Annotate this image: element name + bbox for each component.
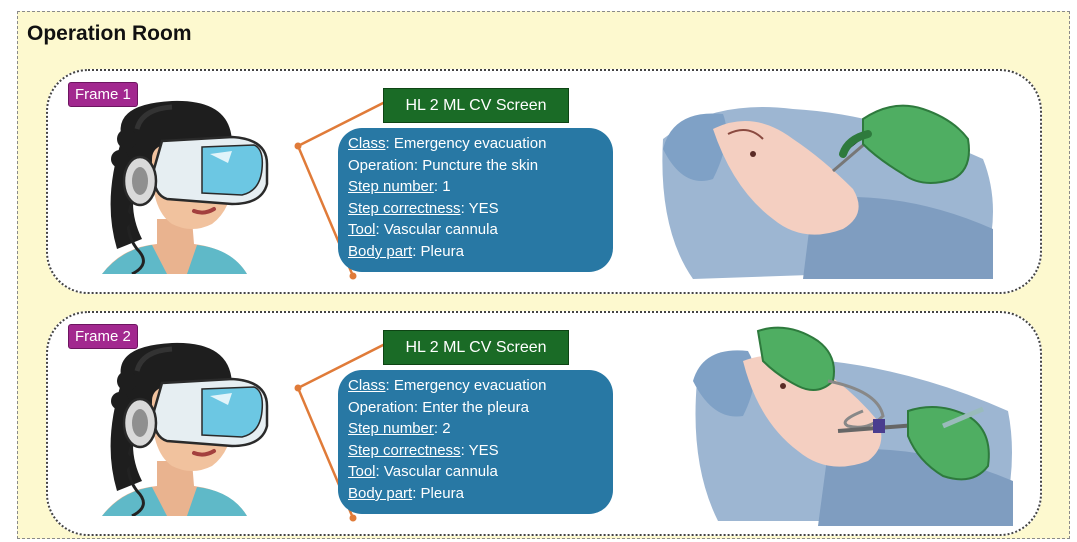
field-key: Tool <box>348 221 376 238</box>
field-key: Operation: Puncture the skin <box>348 157 538 174</box>
frame-2: Frame 2 HL 2 ML CV Screen <box>46 311 1042 536</box>
field-tool: Tool: Vascular cannula <box>348 219 613 241</box>
field-value: : Pleura <box>412 485 464 502</box>
operation-room: Operation Room Frame 1 <box>17 11 1070 539</box>
field-value: : 1 <box>434 178 451 195</box>
field-value: : Pleura <box>412 243 464 260</box>
room-title: Operation Room <box>27 22 192 46</box>
field-key: Tool <box>348 463 376 480</box>
field-value: : YES <box>461 200 499 217</box>
field-key: Body part <box>348 243 412 260</box>
field-key: Class <box>348 377 386 394</box>
field-key: Step correctness <box>348 442 461 459</box>
field-value: : Emergency evacuation <box>386 377 547 394</box>
screen-label: HL 2 ML CV Screen <box>383 88 569 123</box>
screen-label: HL 2 ML CV Screen <box>383 330 569 365</box>
field-class: Class: Emergency evacuation <box>348 133 613 155</box>
field-key: Operation: Enter the pleura <box>348 399 529 416</box>
field-step-number: Step number: 2 <box>348 418 613 440</box>
field-key: Body part <box>348 485 412 502</box>
field-key: Step number <box>348 420 434 437</box>
field-value: : Vascular cannula <box>376 463 498 480</box>
field-tool: Tool: Vascular cannula <box>348 461 613 483</box>
field-value: : Emergency evacuation <box>386 135 547 152</box>
info-box: Class: Emergency evacuation Operation: E… <box>338 370 613 514</box>
field-body-part: Body part: Pleura <box>348 241 613 263</box>
patient-procedure-icon <box>688 321 1018 531</box>
field-step-correctness: Step correctness: YES <box>348 440 613 462</box>
info-box: Class: Emergency evacuation Operation: P… <box>338 128 613 272</box>
field-operation: Operation: Enter the pleura <box>348 397 613 419</box>
field-value: : Vascular cannula <box>376 221 498 238</box>
field-value: : YES <box>461 442 499 459</box>
field-step-number: Step number: 1 <box>348 176 613 198</box>
field-key: Class <box>348 135 386 152</box>
field-step-correctness: Step correctness: YES <box>348 198 613 220</box>
field-class: Class: Emergency evacuation <box>348 375 613 397</box>
vr-headset-person-icon <box>82 99 292 274</box>
vr-headset-person-icon <box>82 341 292 516</box>
field-key: Step correctness <box>348 200 461 217</box>
field-body-part: Body part: Pleura <box>348 483 613 505</box>
field-key: Step number <box>348 178 434 195</box>
field-operation: Operation: Puncture the skin <box>348 155 613 177</box>
patient-procedure-icon <box>653 79 1013 289</box>
field-value: : 2 <box>434 420 451 437</box>
frame-1: Frame 1 <box>46 69 1042 294</box>
